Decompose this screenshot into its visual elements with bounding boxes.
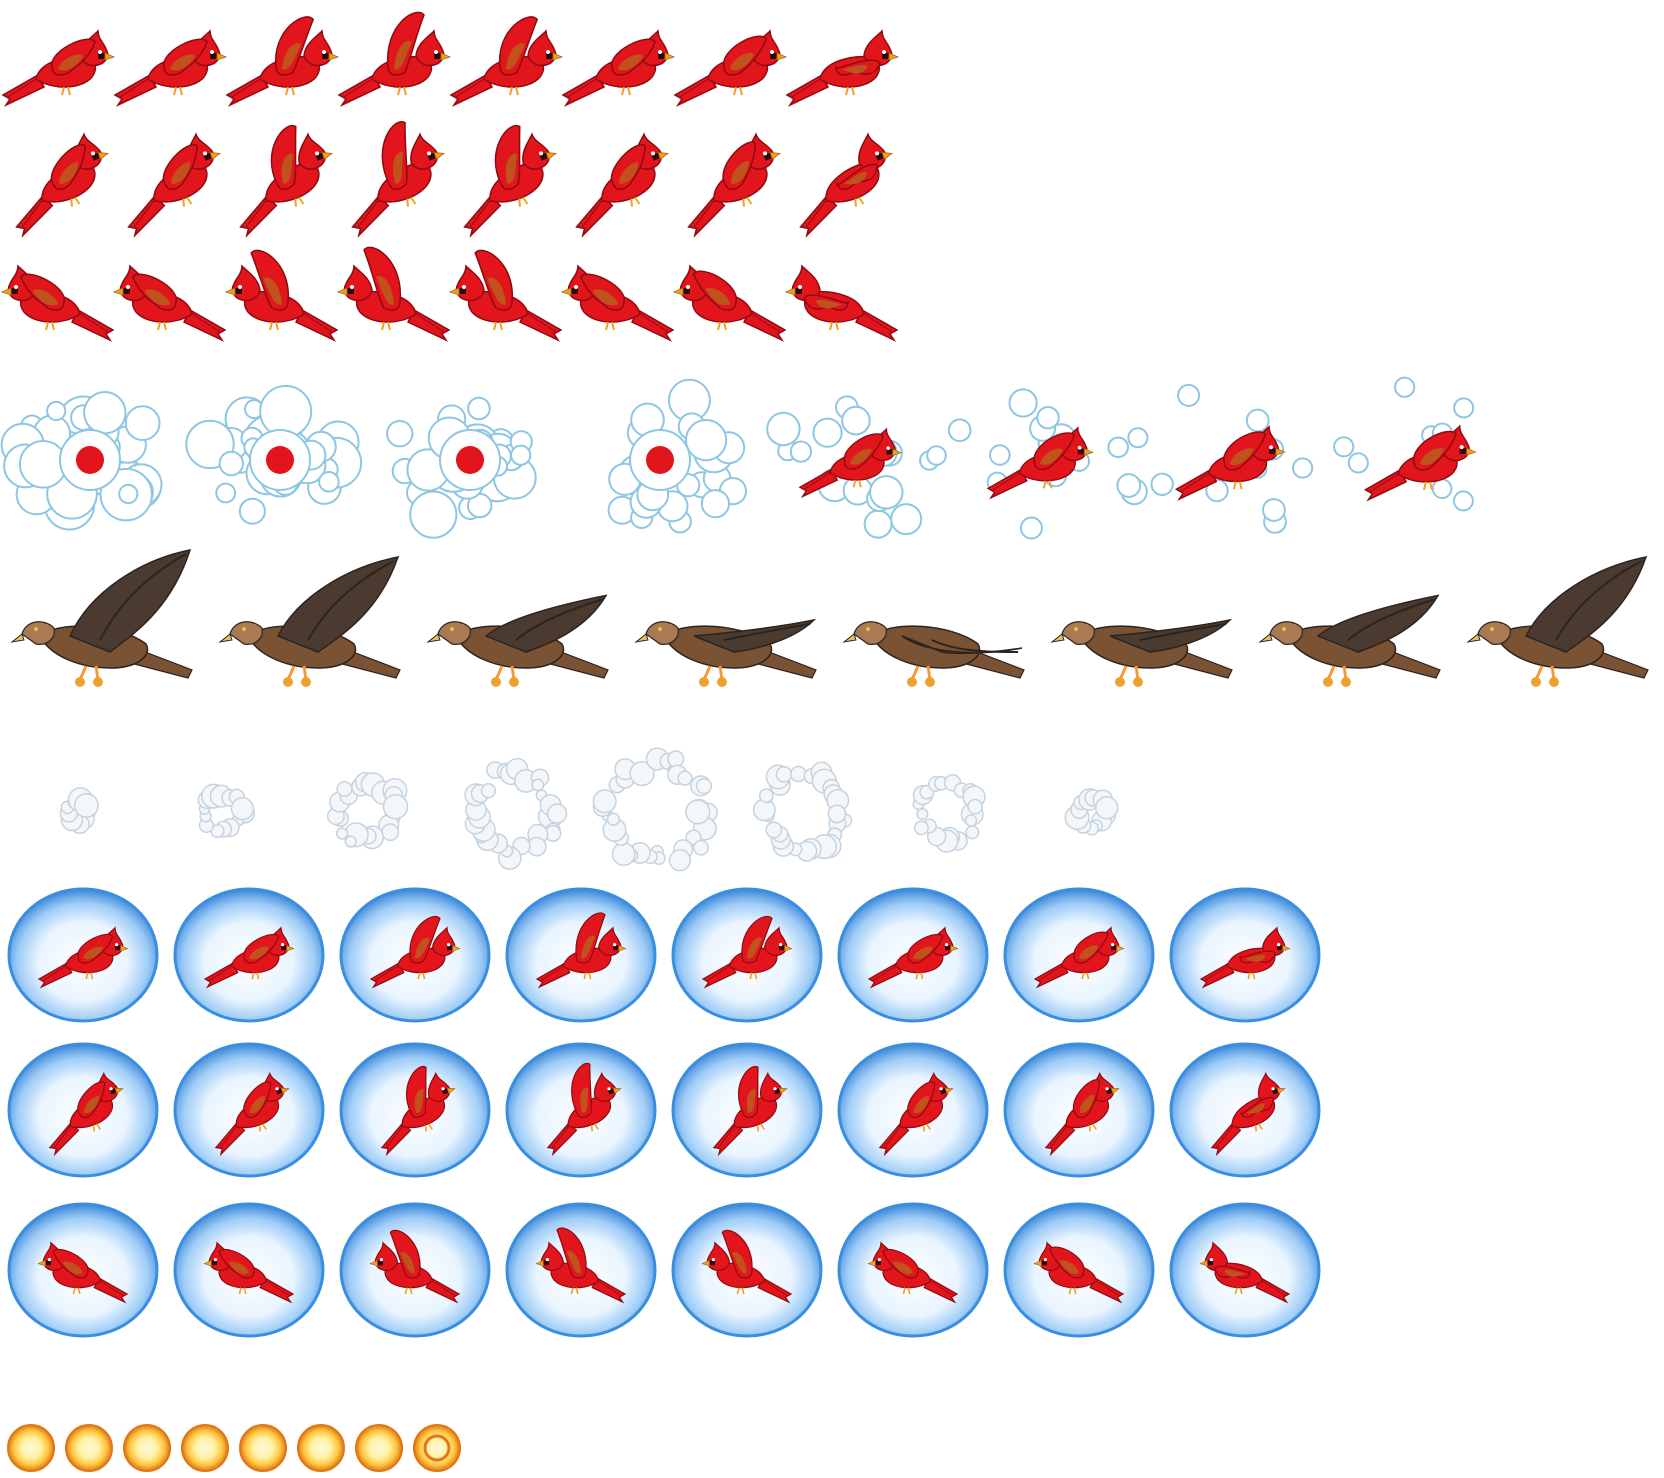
shielded-cardinal-icon-frame-1 — [7, 1202, 159, 1338]
cardinal-shield-diagonal-row — [7, 1042, 1321, 1178]
orb-icon-frame-8 — [413, 1424, 461, 1472]
shielded-cardinal-icon-frame-3 — [339, 887, 491, 1023]
cardinal-icon-frame-1 — [1, 29, 116, 107]
hawk-glide-row — [10, 549, 1649, 687]
cardinal-icon-frame-6 — [561, 29, 676, 107]
shielded-cardinal-icon-frame-5 — [671, 1202, 823, 1338]
cardinal-cloud-reveal-row — [0, 376, 1477, 540]
cardinal-shield-side-row — [7, 887, 1321, 1023]
shielded-cardinal-icon-frame-5 — [671, 887, 823, 1023]
cardinal-icon-frame-8 — [785, 29, 900, 107]
orb-icon-frame-6 — [297, 1424, 345, 1472]
hawk-icon-frame-7 — [1258, 594, 1441, 687]
cardinal-icon-frame-4 — [337, 11, 452, 107]
cloud-burst-icon-frame-3 — [386, 396, 537, 539]
shielded-cardinal-icon-frame-7 — [1003, 1042, 1155, 1178]
smoke-puff-icon-frame-8 — [1064, 788, 1119, 836]
cardinal-fly-side-row — [1, 11, 900, 107]
cardinal-icon-frame-1 — [0, 264, 115, 342]
hawk-icon-frame-8 — [1466, 556, 1649, 687]
shielded-cardinal-icon-frame-8 — [1169, 1042, 1321, 1178]
shielded-cardinal-icon-frame-6 — [837, 887, 989, 1023]
shielded-cardinal-icon-frame-3 — [339, 1202, 491, 1338]
shielded-cardinal-icon-frame-6 — [837, 1202, 989, 1338]
orb-icon-frame-7 — [355, 1424, 403, 1472]
smoke-puff-icon-frame-1 — [59, 787, 99, 835]
orb-icon-frame-5 — [239, 1424, 287, 1472]
smoke-puff-icon-frame-5 — [592, 747, 718, 872]
shielded-cardinal-icon-frame-4 — [505, 1202, 657, 1338]
cardinal-icon-frame-2 — [113, 29, 228, 107]
cloud-burst-icon-frame-1 — [0, 391, 163, 531]
shielded-cardinal-icon-frame-2 — [173, 1042, 325, 1178]
cardinal-icon-frame-5 — [463, 124, 557, 238]
shielded-cardinal-icon-frame-2 — [173, 1202, 325, 1338]
hawk-icon-frame-4 — [634, 618, 817, 687]
cloud-burst-icon-frame-6 — [947, 388, 1148, 540]
shielded-cardinal-icon-frame-4 — [505, 1042, 657, 1178]
shielded-cardinal-icon-frame-1 — [7, 887, 159, 1023]
shielded-cardinal-icon-frame-8 — [1169, 887, 1321, 1023]
cloud-burst-icon-frame-4 — [607, 378, 748, 534]
shielded-cardinal-icon-frame-7 — [1003, 887, 1155, 1023]
hawk-icon-frame-3 — [426, 594, 609, 687]
cardinal-icon-frame-3 — [225, 16, 340, 107]
cloud-burst-icon-frame-5 — [766, 395, 947, 539]
energy-orb-row — [7, 1424, 461, 1472]
smoke-puff-icon-frame-3 — [326, 772, 409, 850]
cardinal-icon-frame-7 — [673, 29, 788, 107]
cardinal-icon-frame-2 — [127, 132, 221, 238]
shielded-cardinal-icon-frame-8 — [1169, 1202, 1321, 1338]
hawk-icon-frame-5 — [842, 621, 1025, 687]
cardinal-icon-frame-5 — [449, 16, 564, 107]
cloud-burst-icon-frame-7 — [1127, 383, 1314, 534]
orb-icon-frame-1 — [7, 1424, 55, 1472]
cardinal-icon-frame-7 — [672, 264, 787, 342]
cardinal-icon-frame-6 — [560, 264, 675, 342]
cardinal-icon-frame-8 — [784, 264, 899, 342]
cardinal-icon-frame-6 — [575, 132, 669, 238]
shielded-cardinal-icon-frame-4 — [505, 887, 657, 1023]
orb-icon-frame-3 — [123, 1424, 171, 1472]
hawk-icon-frame-6 — [1050, 618, 1233, 687]
cardinal-icon-frame-7 — [687, 132, 781, 238]
cardinal-shield-left-row — [7, 1202, 1321, 1338]
cardinal-icon-frame-8 — [799, 132, 893, 238]
cardinal-fly-diagonal-row — [15, 121, 893, 238]
shielded-cardinal-icon-frame-2 — [173, 887, 325, 1023]
shielded-cardinal-icon-frame-7 — [1003, 1202, 1155, 1338]
smoke-puff-icon-frame-2 — [197, 783, 256, 839]
smoke-puff-icon-frame-6 — [752, 761, 853, 862]
shielded-cardinal-icon-frame-6 — [837, 1042, 989, 1178]
cardinal-icon-frame-1 — [15, 132, 109, 238]
cardinal-fly-left-row — [0, 246, 899, 342]
orb-icon-frame-2 — [65, 1424, 113, 1472]
smoke-puff-icon-frame-4 — [464, 757, 568, 870]
smoke-puff-icon-frame-7 — [912, 773, 986, 853]
cloud-burst-icon-frame-8 — [1333, 376, 1477, 512]
smoke-ring-burst-row — [59, 747, 1119, 872]
cardinal-icon-frame-3 — [224, 249, 339, 342]
cardinal-icon-frame-4 — [351, 121, 445, 238]
shielded-cardinal-icon-frame-1 — [7, 1042, 159, 1178]
cloud-burst-icon-frame-2 — [185, 385, 363, 525]
cardinal-icon-frame-3 — [239, 124, 333, 238]
shielded-cardinal-icon-frame-3 — [339, 1042, 491, 1178]
cardinal-icon-frame-5 — [448, 249, 563, 342]
orb-icon-frame-4 — [181, 1424, 229, 1472]
cardinal-icon-frame-2 — [112, 264, 227, 342]
shielded-cardinal-icon-frame-5 — [671, 1042, 823, 1178]
hawk-icon-frame-1 — [10, 549, 193, 687]
cardinal-icon-frame-4 — [336, 246, 451, 342]
hawk-icon-frame-2 — [218, 556, 401, 687]
